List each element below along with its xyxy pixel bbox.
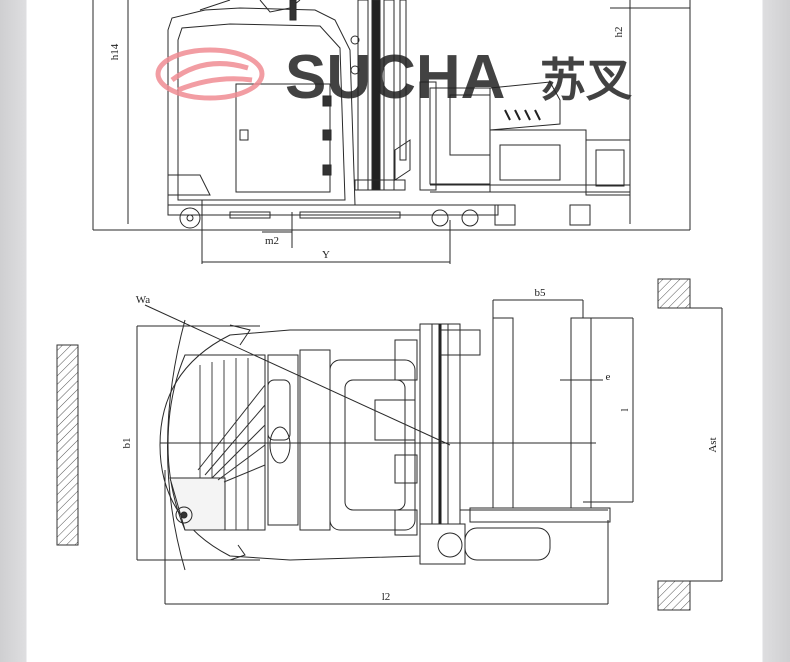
outrigger-end: [569, 204, 591, 226]
housing-vents: [504, 109, 541, 121]
drive-unit: [329, 359, 416, 531]
load-wheel-top: [437, 532, 463, 558]
joystick: [269, 426, 291, 464]
mast-foot: [354, 179, 406, 191]
fork-carriage-bar: [469, 507, 611, 523]
cover-handle-low: [322, 164, 332, 176]
label-l2: l2: [382, 591, 391, 603]
label-e: e: [606, 371, 611, 383]
steer-sector: [169, 477, 226, 531]
fork-left: [492, 317, 514, 509]
seat-frame: [267, 354, 299, 526]
wall-right-bottom: [657, 580, 691, 611]
base-frame: [167, 204, 499, 216]
label-ast: Ast: [707, 437, 719, 452]
label-h14: h14: [109, 43, 121, 60]
mast-chain: [399, 0, 407, 161]
valve-block-low: [394, 509, 418, 536]
label-b1: b1: [121, 438, 133, 449]
label-l: l: [619, 408, 631, 411]
load-wheel-front: [461, 209, 479, 227]
outrigger-block: [494, 204, 516, 226]
valve-block: [394, 339, 418, 381]
step-plate: [168, 174, 211, 196]
watermark: SUCHA 苏叉: [155, 43, 632, 112]
fan-lines: [197, 384, 266, 483]
chassis-outline: [159, 329, 421, 561]
label-b5: b5: [535, 287, 547, 299]
fork-carriage-inner: [499, 144, 561, 181]
side-view: [92, 0, 691, 264]
cover-handle-top: [322, 95, 332, 107]
chassis-corner-top: [229, 324, 251, 346]
brand-logo-icon: [155, 47, 265, 101]
top-view: [56, 278, 723, 611]
battery-block: [299, 349, 331, 531]
fork-right: [570, 317, 592, 509]
fork-head: [585, 139, 631, 196]
label-wa: Wa: [136, 294, 151, 306]
drive-wheel: [179, 207, 201, 229]
outrigger-leg: [464, 527, 551, 561]
sideshift-housing: [489, 81, 561, 131]
pump-box: [394, 454, 418, 484]
chassis-corner-bottom: [229, 544, 246, 561]
truck-body-inner: [177, 23, 346, 201]
battery-latch: [239, 129, 249, 141]
label-m2: m2: [265, 235, 279, 247]
drive-wheel-hub: [186, 214, 194, 222]
label-y: Y: [322, 249, 330, 261]
overhead-guard: [199, 0, 301, 13]
mast-base: [419, 523, 466, 565]
label-h2: h2: [613, 27, 625, 38]
mast-bracket: [394, 139, 411, 181]
cover-handle-mid: [322, 129, 332, 141]
fork-carriage: [489, 129, 587, 193]
steer-wheel-hub: [180, 511, 188, 519]
floor-grille: [199, 358, 249, 530]
motor-box: [374, 399, 416, 441]
base-plate-b: [299, 211, 401, 219]
guard-post: [289, 0, 297, 21]
carriage-plate: [419, 81, 437, 191]
wa-radius-line: [144, 304, 451, 446]
wall-left: [56, 344, 79, 546]
mast-roller-1: [350, 35, 360, 45]
mast-roller-2: [350, 65, 360, 75]
base-plate-a: [229, 211, 271, 219]
mast-head-top: [439, 329, 481, 356]
watermark-brand-latin: SUCHA: [285, 43, 505, 112]
load-wheel-rear: [431, 209, 449, 227]
steer-wheel: [175, 506, 193, 524]
fork-head-inner: [595, 149, 625, 187]
drive-unit-inner: [344, 379, 406, 511]
wall-right-top: [657, 278, 691, 309]
watermark-brand-cn: 苏叉: [540, 54, 632, 106]
wa-arc: [167, 319, 186, 571]
